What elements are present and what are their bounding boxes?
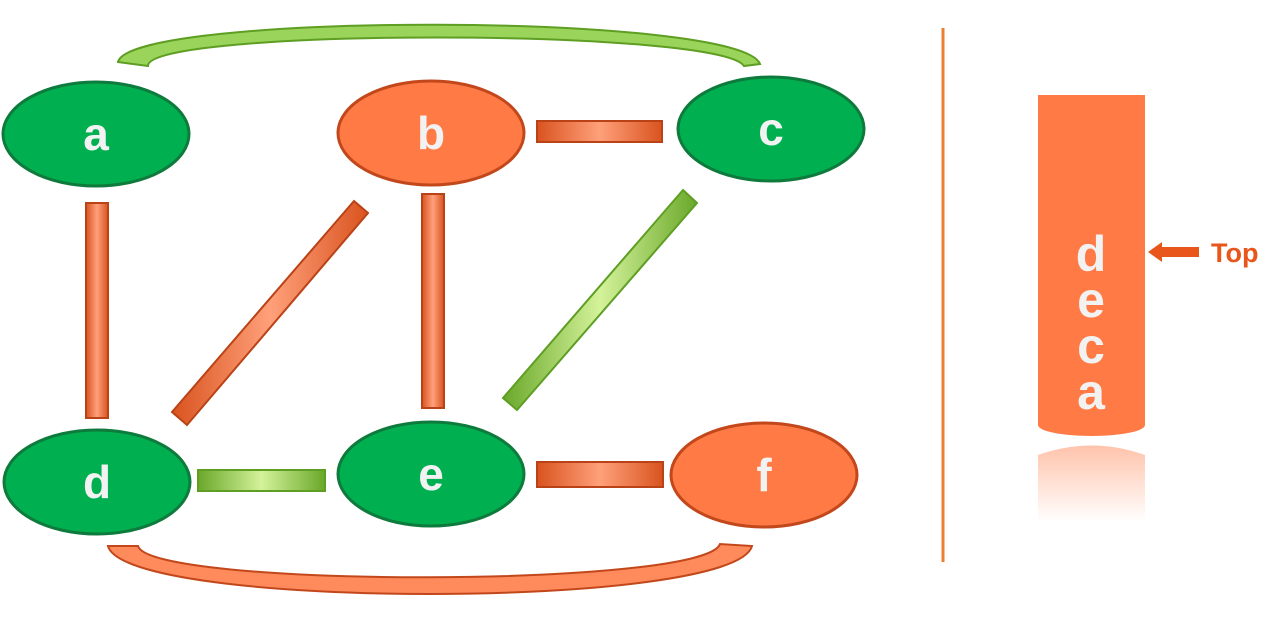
node-a: a — [1, 80, 191, 188]
edge-b-e — [421, 193, 445, 409]
stack-item-e: e — [1077, 272, 1105, 328]
edge-d-b — [170, 199, 370, 427]
edge-d-e — [197, 469, 326, 492]
node-a-label: a — [83, 108, 109, 160]
node-f: f — [669, 421, 859, 529]
stack-item-a: a — [1077, 364, 1106, 420]
edge-a-c — [116, 23, 762, 68]
node-c: c — [676, 75, 866, 183]
stack-item-d: d — [1076, 226, 1107, 282]
edge-b-c — [536, 120, 663, 143]
node-b-shape — [336, 79, 526, 187]
curved-edges — [106, 23, 762, 595]
graph-nodes: a b c d e f — [1, 75, 866, 536]
node-d-shape — [2, 428, 192, 536]
node-b: b — [336, 79, 526, 187]
stack: d e c a — [1038, 95, 1145, 522]
node-a-shape — [1, 80, 191, 188]
top-pointer: Top — [1148, 238, 1258, 268]
top-arrow-icon — [1148, 242, 1199, 262]
stack-body — [1038, 95, 1145, 425]
top-label: Top — [1211, 238, 1258, 268]
node-e: e — [336, 420, 526, 528]
stack-reflection — [1038, 445, 1145, 522]
node-b-label: b — [417, 107, 445, 159]
node-d-label: d — [83, 456, 111, 508]
node-e-label: e — [418, 448, 444, 500]
stack-bottom — [1038, 414, 1145, 436]
edge-d-f — [106, 542, 754, 595]
edge-a-d — [85, 202, 109, 419]
node-c-label: c — [758, 103, 784, 155]
node-c-shape — [676, 75, 866, 183]
stack-item-c: c — [1077, 318, 1105, 374]
node-f-shape — [669, 421, 859, 529]
node-f-label: f — [756, 449, 772, 501]
edge-e-f — [536, 461, 664, 488]
straight-edges — [85, 120, 699, 492]
edge-e-c — [501, 188, 699, 412]
node-d: d — [2, 428, 192, 536]
node-e-shape — [336, 420, 526, 528]
